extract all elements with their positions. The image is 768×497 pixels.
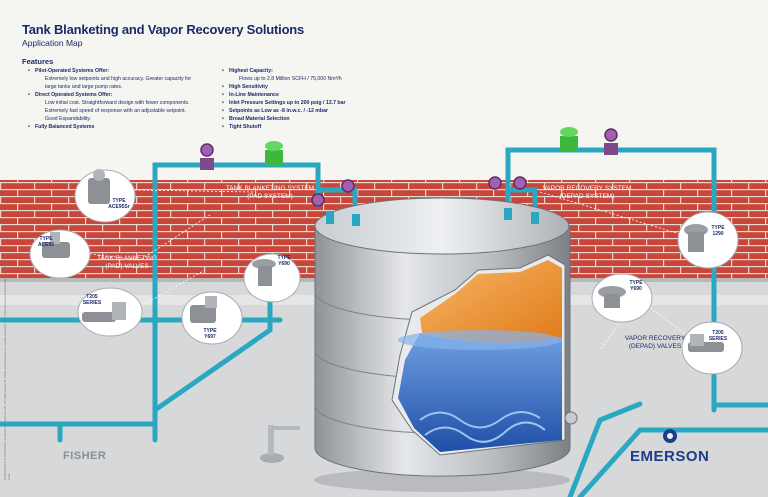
pad-system-label: TANK BLANKETING SYSTEM (PAD SYSTEM)	[225, 185, 315, 200]
depad-pilot-valve-icon	[604, 128, 618, 155]
feature-item: Extremely fast speed of response with an…	[45, 108, 187, 114]
liquid-level	[398, 333, 562, 452]
feature-item: Broad Material Selection	[222, 115, 422, 123]
type-label-y697: TYPE Y697	[203, 328, 217, 340]
product-bubble-ace95sr[interactable]	[74, 169, 136, 223]
emerson-logo: EMERSON	[630, 448, 710, 465]
emerson-logo-icon	[663, 429, 677, 443]
feature-item: Setpoints as Low as -8 in.w.c. / -12 mba…	[222, 107, 422, 115]
type-label-y690-right: TYPE Y690	[629, 280, 643, 292]
product-bubble-y690-right[interactable]	[591, 273, 653, 323]
feature-item: Tight Shutoff	[222, 123, 422, 131]
feature-item: Flows up to 2.8 Million SCFH / 75,000 Nm…	[239, 76, 342, 82]
product-bubble-t205-series[interactable]	[77, 287, 143, 337]
feature-item: Direct Operated Systems Offer:	[28, 91, 228, 99]
page-subtitle: Application Map	[22, 38, 83, 48]
feature-item: Fully Balanced Systems	[28, 123, 228, 131]
feature-item: Good Expandability.	[45, 116, 92, 122]
type-label-t205-series: T205 SERIES	[82, 294, 102, 306]
features-right-list: Highest Capacity:Flows up to 2.8 Million…	[222, 67, 422, 131]
feature-item: Inlet Pressure Settings up to 200 psig /…	[222, 99, 422, 107]
depad-green-valve-icon	[560, 127, 578, 152]
type-label-ace95: TYPE ACE95	[37, 236, 55, 248]
features-heading: Features	[22, 57, 54, 66]
feature-item: Extremely low setpoints and high accurac…	[45, 76, 192, 82]
product-bubble-y690-left[interactable]	[243, 253, 301, 303]
features-left-list: Pilot-Operated Systems Offer:Extremely l…	[28, 67, 228, 131]
product-bubble-ace95[interactable]	[29, 229, 91, 279]
pad-pilot-valve-icon	[200, 143, 214, 170]
feature-item: Low initial cost. Straightforward design…	[45, 100, 190, 106]
fisher-logo: FISHER	[63, 450, 107, 462]
type-label-1290: TYPE 1290	[711, 225, 725, 237]
depad-inlet-valve-icon	[488, 176, 527, 190]
product-bubble-y697[interactable]	[181, 291, 243, 345]
feature-item: Pilot-Operated Systems Offer:	[28, 67, 228, 75]
pad-green-valve-icon	[265, 141, 283, 166]
feature-item: In-Line Maintenance	[222, 91, 422, 99]
pad-inlet-valve-icon	[311, 179, 355, 207]
feature-item: High Sensitivity	[222, 83, 422, 91]
storage-tank	[314, 197, 578, 492]
type-label-y690-left: TYPE Y690	[277, 255, 291, 267]
page-header: Tank Blanketing and Vapor Recovery Solut…	[22, 22, 304, 48]
fine-print: D351315X012 © 2012 Fisher Controls Inter…	[3, 253, 11, 480]
vapor-space	[420, 260, 562, 343]
depad-system-label: VAPOR RECOVERY SYSTEM (DEPAD SYSTEM)	[542, 185, 632, 200]
feature-item: Highest Capacity:	[222, 67, 422, 75]
product-bubble-t205-series-right[interactable]	[681, 321, 743, 375]
pad-valves-label: TANK BLANKETING (PAD) VALVES	[97, 255, 157, 270]
type-label-t205-series-right: T205 SERIES	[708, 330, 728, 342]
depad-valves-label: VAPOR RECOVERY (DEPAD) VALVES	[624, 335, 686, 350]
product-bubble-1290[interactable]	[677, 211, 739, 269]
page-title: Tank Blanketing and Vapor Recovery Solut…	[22, 22, 305, 37]
type-label-ace95sr: TYPE ACE95Sr	[108, 198, 130, 210]
drain-fixture-icon	[260, 425, 300, 463]
feature-item: large tanks and large pump rates.	[45, 84, 123, 90]
